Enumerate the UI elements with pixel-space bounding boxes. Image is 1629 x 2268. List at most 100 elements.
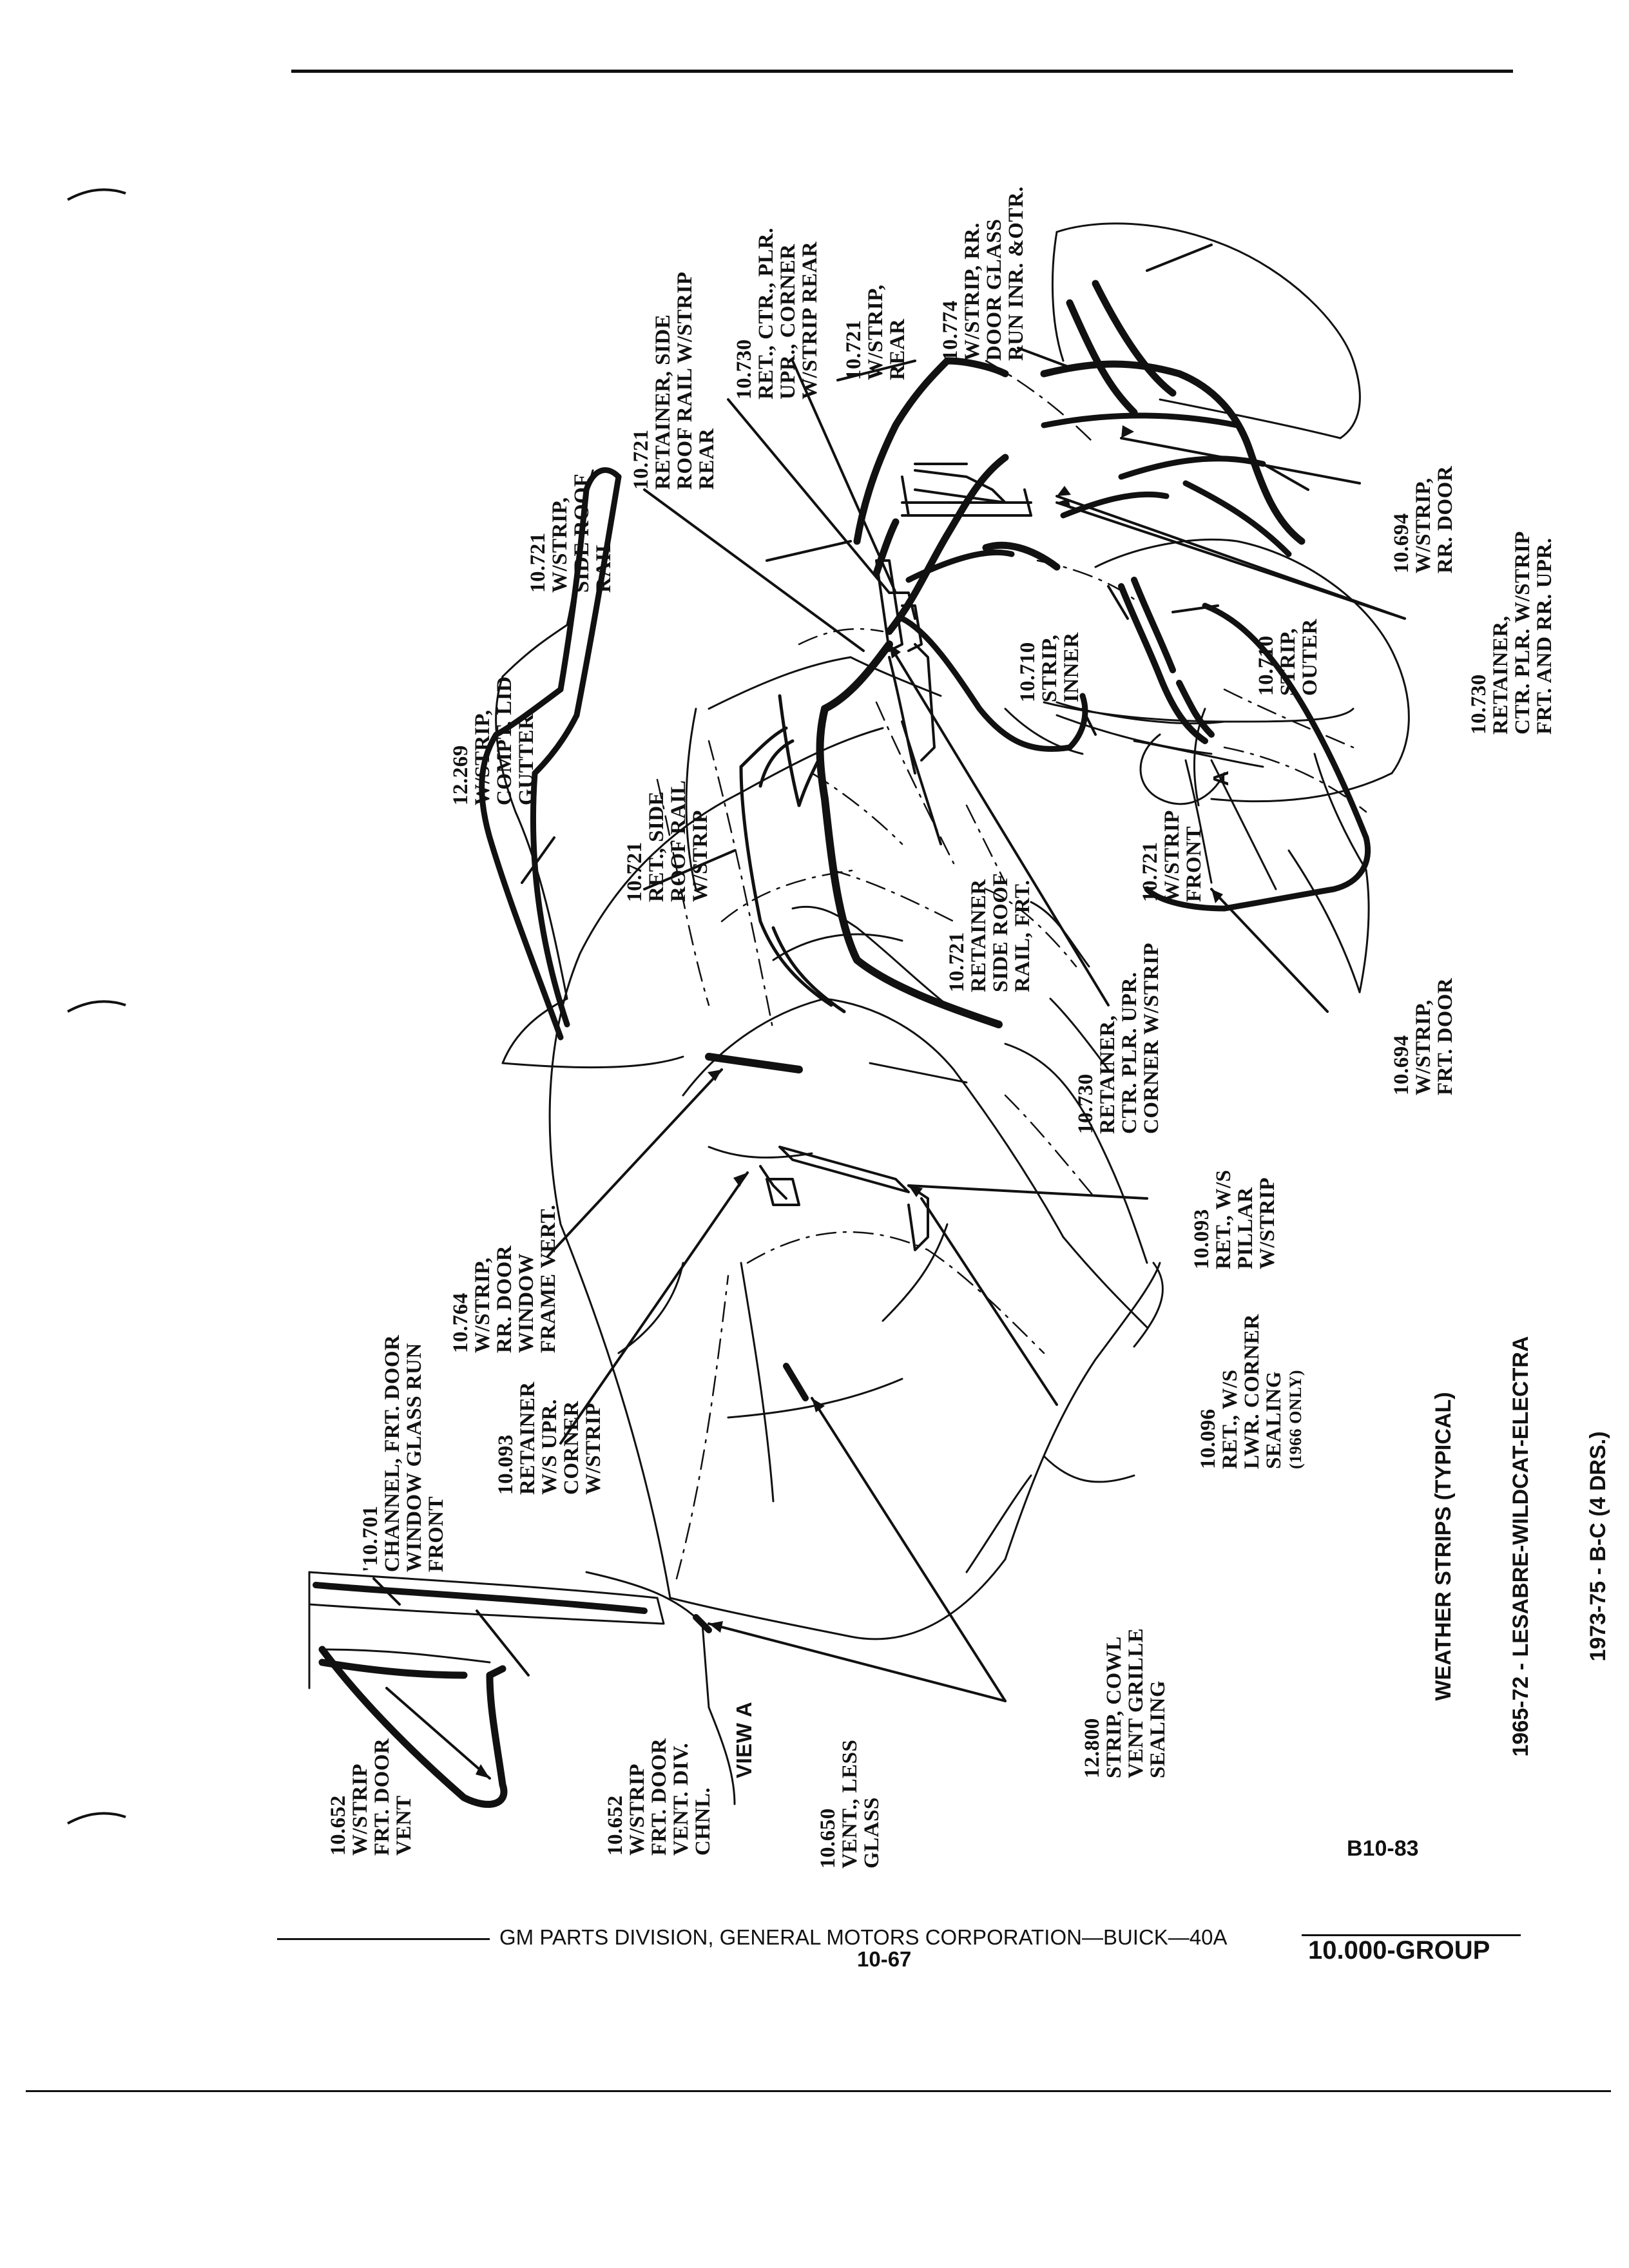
figure-title-line: WEATHER STRIPS (TYPICAL)	[1431, 1392, 1456, 1701]
label-line: W/S UPR.	[538, 1399, 561, 1495]
label-line: FRT. DOOR	[371, 1738, 394, 1856]
label-line: SEALING	[1146, 1680, 1170, 1778]
label-line: GLASS	[860, 1797, 883, 1869]
figure-code: B10-83	[1347, 1836, 1419, 1861]
label-line: A	[1209, 770, 1233, 786]
side-roof-rail-strips	[816, 640, 1003, 1028]
cowl-vent-grille-strip	[693, 1363, 809, 1633]
vent-window-strip	[318, 1646, 508, 1808]
label-line: W/STRIP	[689, 810, 712, 902]
label-line: FRT. DOOR	[1434, 977, 1457, 1095]
label-line: CORNER	[560, 1400, 583, 1495]
label-line: STRIP,	[1277, 628, 1300, 696]
label-line: VENT	[392, 1795, 416, 1856]
label-line: (1966 ONLY)	[1286, 1369, 1305, 1469]
label-view-a: VIEW A	[689, 1702, 777, 1778]
label-line: W/STRIP,	[864, 284, 887, 380]
footer-page-number: 10-67	[857, 1947, 912, 1971]
label-line: RETAINER	[967, 879, 990, 992]
label-line: 10.096	[1197, 1408, 1220, 1469]
label-line: 10.721	[623, 841, 646, 902]
label-line: 12.800	[1081, 1718, 1104, 1778]
label-line: INNER	[1060, 632, 1083, 702]
label-line: 10.721	[630, 429, 653, 490]
label-line: W/STRIP	[1161, 810, 1184, 902]
punch-mark-bottom	[67, 1812, 126, 1825]
label-line: 10.764	[449, 1293, 472, 1353]
label-line: RET., SIDE	[645, 791, 668, 902]
label-line: CORNER W/STRIP	[1140, 942, 1163, 1134]
label-line: SIDE ROOF	[570, 473, 593, 593]
label-line: RETAINER	[516, 1381, 539, 1495]
label-line: W/STRIP	[1256, 1177, 1279, 1269]
label-line: RETAINER, SIDE	[651, 314, 675, 490]
label-line: 10.730	[1074, 1073, 1097, 1134]
punch-mark-middle	[67, 1000, 126, 1013]
label-line: 10.694	[1390, 513, 1413, 573]
label-line: CTR. PLR. UPR.	[1118, 972, 1141, 1134]
front-door-belt-strips	[1118, 577, 1215, 744]
label-line: W/STRIP,	[471, 1257, 494, 1353]
label-line: FRT. AND RR. UPR.	[1533, 537, 1556, 735]
leader-lines	[372, 244, 1406, 1780]
label-line: ROOF RAIL	[667, 780, 690, 902]
label-line: 10.730	[1467, 674, 1490, 735]
label-line: 10.721	[1139, 841, 1162, 902]
label-line: PILLAR	[1234, 1187, 1257, 1269]
label-line: 10.650	[816, 1808, 840, 1869]
label-line: W/STRIP,	[548, 497, 572, 593]
label-line: VENT. DIV.	[670, 1742, 693, 1856]
figure-title: WEATHER STRIPS (TYPICAL) 1965-72 - LESAB…	[1379, 1327, 1629, 1765]
label-line: RET., W/S	[1212, 1169, 1235, 1269]
rear-door-glass-run-strip	[885, 280, 1306, 635]
label-line: W/STRIP,	[471, 709, 494, 805]
pillar-retainer	[759, 1146, 929, 1251]
label-line: 10.652	[327, 1795, 350, 1856]
door-frame-vertical-strip	[705, 1053, 803, 1073]
punch-mark-top	[67, 188, 126, 201]
label-line: RET., W/S	[1219, 1369, 1242, 1469]
label-line: OUTER	[1298, 619, 1322, 696]
label-line: FRAME VERT.	[537, 1204, 560, 1353]
label-line: 10.694	[1390, 1035, 1413, 1095]
figure-title-line: 1973-75 - B-C (4 DRS.)	[1586, 1431, 1610, 1662]
label-line: RR. DOOR	[493, 1245, 516, 1353]
label-line: FRONT	[1182, 826, 1206, 902]
label-line: 10.730	[733, 339, 756, 399]
footer-division: GM PARTS DIVISION, GENERAL MOTORS CORPOR…	[499, 1925, 1228, 1949]
rear-door-weatherstrip	[1041, 412, 1266, 480]
label-line: RET., CTR., PLR.	[755, 227, 778, 399]
label-line: COMPT. LID	[493, 676, 516, 805]
label-line: W/STRIP, RR.	[961, 222, 984, 361]
label-line: RAIL, FRT.	[1011, 879, 1034, 992]
label-line: GUTTER	[515, 713, 538, 805]
label-line: RUN INR. &OTR.	[1005, 186, 1028, 361]
rear-door-retainers	[901, 476, 1032, 517]
label-line: STRIP,	[1038, 634, 1061, 702]
label-line: W/STRIP	[582, 1403, 605, 1495]
label-line: 10.710	[1255, 635, 1278, 696]
label-line: W/STRIP,	[1412, 999, 1435, 1095]
view-a-marker	[1139, 733, 1226, 805]
label-line: RETAINER,	[1096, 1015, 1119, 1134]
label-view-a-callout: A	[1166, 771, 1254, 786]
front-door-window-channel	[313, 1582, 648, 1614]
label-line: VENT GRILLE	[1124, 1628, 1148, 1778]
label-line: DOOR GLASS	[983, 218, 1006, 361]
label-line: W/STRIP	[349, 1763, 372, 1856]
label-line: 10.721	[842, 320, 865, 380]
bottom-rule	[26, 2090, 1611, 2092]
